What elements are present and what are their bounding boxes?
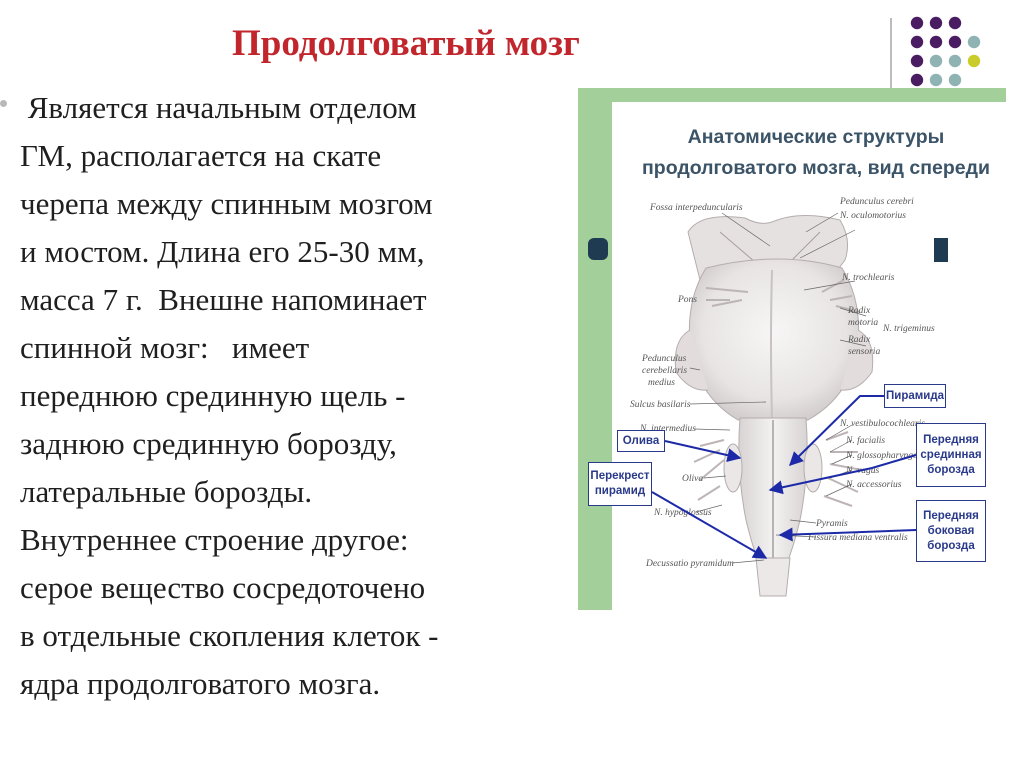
callout-text: Перекрест	[590, 470, 650, 482]
decorative-dot	[910, 54, 924, 68]
callout-perekrest-piramid: Перекрест пирамид	[588, 462, 652, 506]
callout-text: борозда	[927, 463, 975, 476]
label-n-facialis: N. facialis	[845, 435, 885, 446]
decorative-dot	[948, 16, 962, 30]
decorative-dot	[948, 54, 962, 68]
label-fissura-mediana-ventralis: Fissura mediana ventralis	[807, 533, 908, 543]
figure-title-line: Анатомические структуры	[687, 126, 945, 148]
label-n-glossopharyngeus: N. glossopharyngeus	[845, 451, 926, 461]
label-n-intermedius: N. intermedius	[639, 424, 696, 434]
brainstem-figure: Fossa interpeduncularis Pedunculus cereb…	[578, 88, 1006, 610]
panel-tab-left	[588, 238, 608, 260]
label-radix-motoria: Radix	[847, 306, 871, 316]
decorative-dot	[929, 16, 943, 30]
body-line: серое вещество сосредоточено	[20, 570, 426, 605]
decorative-dot	[910, 16, 924, 30]
decorative-dot-grid	[910, 16, 981, 87]
callout-text: боковая	[927, 524, 975, 537]
callout-text: Пирамида	[885, 389, 945, 402]
brainstem-drawing	[674, 214, 874, 597]
label-radix-motoria: motoria	[848, 318, 878, 328]
label-pedunculus-cerebellaris: cerebellaris	[642, 366, 687, 376]
body-line: черепа между спинным мозгом	[20, 186, 433, 221]
slide-title: Продолговатый мозг	[232, 23, 580, 64]
label-pedunculus-cerebellaris: Pedunculus	[641, 354, 687, 364]
callout-perednyaya-bokovaya-borozda: Передняя боковая борозда	[916, 500, 986, 562]
body-line: в отдельные скопления клеток -	[20, 618, 439, 653]
body-line: ГМ, располагается на скате	[20, 138, 382, 173]
decorative-dot	[929, 54, 943, 68]
callout-text: срединная	[920, 448, 982, 461]
callout-oliva: Олива	[617, 430, 665, 452]
body-line: Внутреннее строение другое:	[20, 522, 409, 557]
callout-text: пирамид	[594, 485, 646, 497]
figure-title: Анатомические структуры продолговатого м…	[626, 122, 1006, 184]
label-fossa-interpeduncularis: Fossa interpeduncularis	[649, 203, 743, 213]
body-line: переднюю срединную щель -	[20, 378, 406, 413]
callout-text: Передняя	[923, 509, 979, 522]
bullet-icon	[0, 100, 7, 107]
label-pyramis: Pyramis	[815, 519, 848, 529]
label-oliva: Oliva	[682, 474, 703, 484]
decorative-dot	[948, 73, 962, 87]
body-line: и мостом. Длина его 25-30 мм,	[20, 234, 425, 269]
callout-text: Олива	[622, 434, 660, 447]
label-n-accessorius: N. accessorius	[845, 480, 902, 490]
label-n-hypoglossus: N. hypoglossus	[653, 508, 712, 518]
callout-piramida: Пирамида	[884, 384, 946, 408]
label-radix-sensoria: Radix	[847, 335, 871, 345]
label-radix-sensoria: sensoria	[848, 347, 880, 357]
body-line: ядра продолговатого мозга.	[20, 666, 381, 701]
label-decussatio-pyramidum: Decussatio pyramidum	[645, 559, 734, 569]
decorative-dot	[910, 35, 924, 49]
body-line: заднюю срединную борозду,	[20, 426, 397, 461]
blue-arrows	[651, 395, 917, 559]
label-pons: Pons	[677, 295, 697, 305]
body-line: спинной мозг: имеет	[20, 330, 310, 365]
label-n-vestibulocochlearis: N. vestibulocochlearis	[839, 419, 925, 429]
decorative-dot	[910, 73, 924, 87]
decorative-dot	[948, 35, 962, 49]
label-n-trigeminus: N. trigeminus	[882, 324, 935, 334]
label-n-oculomotorius: N. oculomotorius	[839, 211, 906, 221]
callout-text: Передняя	[923, 433, 979, 446]
green-panel-top	[578, 88, 1006, 102]
label-n-trochlearis: N. trochlearis	[841, 273, 895, 283]
callout-perednyaya-sredinnaya-borozda: Передняя срединная борозда	[916, 423, 986, 487]
figure-title-line: продолговатого мозга, вид спереди	[642, 157, 990, 179]
label-pedunculus-cerebri: Pedunculus cerebri	[839, 197, 914, 207]
latin-leader-lines	[689, 212, 867, 564]
body-line: масса 7 г. Внешне напоминает	[20, 282, 427, 317]
label-pedunculus-cerebellaris: medius	[648, 378, 675, 388]
decorative-dot	[967, 35, 981, 49]
decorative-dot	[967, 54, 981, 68]
panel-tab-right	[934, 238, 948, 262]
label-sulcus-basilaris: Sulcus basilaris	[630, 400, 691, 410]
body-line: латеральные борозды.	[20, 474, 313, 509]
body-line: Является начальным отделом	[20, 90, 417, 125]
body-text: Является начальным отделом ГМ, располага…	[20, 84, 580, 708]
decorative-dot	[929, 73, 943, 87]
callout-text: борозда	[927, 539, 975, 552]
separator-line	[890, 18, 892, 88]
decorative-dot	[929, 35, 943, 49]
